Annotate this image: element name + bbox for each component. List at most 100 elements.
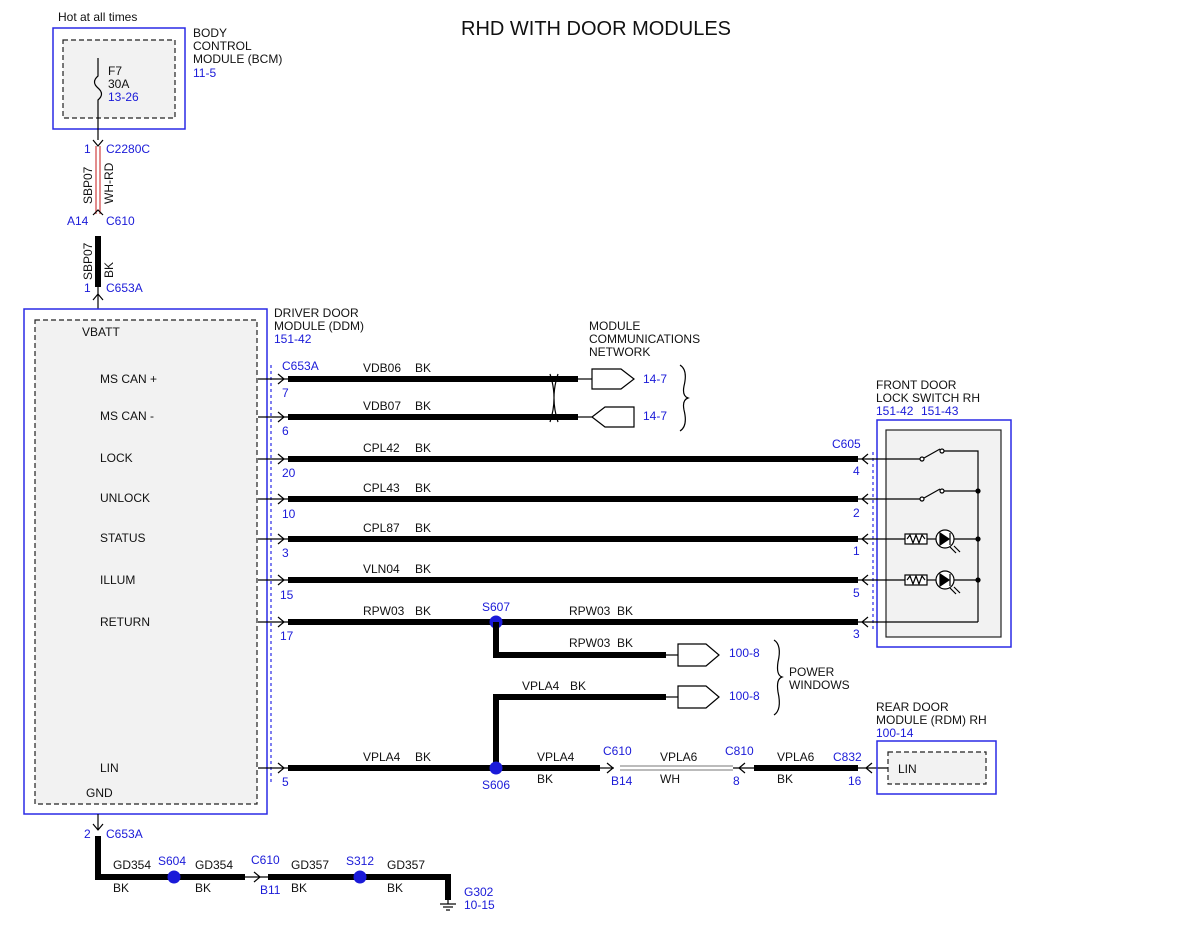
ddm-pin-arrows	[258, 373, 288, 774]
status-led-icon	[904, 529, 978, 554]
pin-number-illum: 15	[280, 588, 294, 602]
gd357-b: GD357	[387, 858, 425, 872]
pin-number-lin: 5	[282, 775, 289, 789]
wire-vpla4-up-color: BK	[570, 679, 586, 693]
wire-cpl87-color: BK	[415, 521, 431, 535]
wire-vln04-color: BK	[415, 562, 431, 576]
splice-s312-label[interactable]: S312	[346, 854, 374, 868]
lin-seg3-circuit: VPLA6	[777, 750, 815, 764]
splice-s604[interactable]	[167, 870, 181, 884]
c653a-gnd-arrow	[92, 823, 104, 831]
lin-c810-label[interactable]: C810	[725, 744, 754, 758]
ddm-vbatt-label: VBATT	[82, 325, 120, 339]
pin-label-unlock: UNLOCK	[100, 491, 150, 505]
wire-rpw03-right-color: BK	[617, 604, 633, 618]
ground-g302-label[interactable]: G302	[464, 885, 494, 899]
lin-c610-label[interactable]: C610	[603, 744, 632, 758]
pin-label-ms-can-minus: MS CAN -	[100, 409, 154, 423]
power-windows-connector-1[interactable]	[677, 643, 720, 667]
switch-pin-status: 1	[853, 544, 860, 558]
lin-seg3-color: BK	[777, 772, 793, 786]
pin-number-unlock: 10	[282, 507, 296, 521]
pin-number-status: 3	[282, 546, 289, 560]
wire-vdb06-color: BK	[415, 361, 431, 375]
rdm-module[interactable]	[876, 740, 997, 795]
c610-label[interactable]: C610	[106, 214, 135, 228]
fuse-rating: 30A	[108, 77, 129, 91]
network-ref-1[interactable]: 14-7	[643, 372, 667, 386]
lin-seg2-circuit: VPLA6	[660, 750, 698, 764]
lin-c832-pin: 16	[848, 774, 862, 788]
wire-gd357	[268, 874, 451, 900]
network-label-line2: COMMUNICATIONS	[589, 332, 700, 346]
wire-vpla4-up	[493, 694, 666, 768]
wire2-circuit: SBP07	[81, 242, 95, 280]
ground-g302-ref[interactable]: 10-15	[464, 898, 495, 912]
c2280c-arrow	[92, 139, 104, 147]
network-connector-2[interactable]	[591, 406, 635, 428]
wire-rpw03-branch-circuit: RPW03	[569, 636, 611, 650]
fuse-ref[interactable]: 13-26	[108, 90, 139, 104]
splice-s312[interactable]	[353, 870, 367, 884]
c610-top-arrow	[92, 209, 104, 216]
wire-rpw03-circuit: RPW03	[363, 604, 405, 618]
splice-s604-label[interactable]: S604	[158, 854, 186, 868]
wire-cpl87-circuit: CPL87	[363, 521, 400, 535]
bk-b: BK	[195, 881, 211, 895]
c832-arrow	[865, 762, 873, 774]
bcm-ref[interactable]: 11-5	[193, 66, 216, 80]
wire-cpl43-circuit: CPL43	[363, 481, 400, 495]
power-windows-ref-2[interactable]: 100-8	[729, 689, 760, 703]
network-label-line1: MODULE	[589, 319, 640, 333]
switch-ref-1[interactable]: 151-42	[876, 404, 914, 418]
c610-b14-arrow	[606, 762, 614, 774]
bcm-name-line3: MODULE (BCM)	[193, 52, 282, 66]
ddm-ref[interactable]: 151-42	[274, 332, 312, 346]
switch-pin-unlock: 2	[853, 506, 860, 520]
wire-vln04-circuit: VLN04	[363, 562, 400, 576]
ground-c610-label[interactable]: C610	[251, 853, 280, 867]
lin-c832-label[interactable]: C832	[833, 750, 862, 764]
switch-pin-return: 3	[853, 627, 860, 641]
network-ref-2[interactable]: 14-7	[643, 409, 667, 423]
bcm-name-line2: CONTROL	[193, 39, 252, 53]
fuse-name: F7	[108, 64, 122, 78]
ddm-name-line1: DRIVER DOOR	[274, 306, 359, 320]
power-windows-connector-2[interactable]	[677, 685, 720, 709]
wire-cpl43-color: BK	[415, 481, 431, 495]
wire-vpla4-lin-circuit: VPLA4	[363, 750, 401, 764]
c610-pin: A14	[67, 214, 89, 228]
rdm-name-line2: MODULE (RDM) RH	[876, 713, 987, 727]
network-connector-1[interactable]	[591, 368, 635, 390]
lin-c810-pin: 8	[733, 774, 740, 788]
pin-number-return: 17	[280, 629, 294, 643]
ground-c610-arrow	[253, 871, 261, 883]
ddm-connector-label[interactable]: C653A	[282, 359, 319, 373]
splice-s606[interactable]	[489, 761, 503, 775]
c2280c-pin: 1	[84, 142, 91, 156]
pin-label-lin: LIN	[100, 761, 119, 775]
gd354-b: GD354	[195, 858, 233, 872]
splice-s607-label[interactable]: S607	[482, 600, 510, 614]
power-windows-ref-1[interactable]: 100-8	[729, 646, 760, 660]
wire-rpw03-branch	[493, 622, 666, 658]
network-brace	[679, 364, 690, 432]
bcm-module[interactable]	[52, 27, 186, 130]
wire-gd354	[95, 836, 245, 880]
switch-name-line1: FRONT DOOR	[876, 378, 957, 392]
rdm-ref[interactable]: 100-14	[876, 726, 914, 740]
power-windows-label-line1: POWER	[789, 665, 835, 679]
splice-s606-label[interactable]: S606	[482, 778, 510, 792]
wire-vdb07-circuit: VDB07	[363, 399, 401, 413]
rdm-name-line1: REAR DOOR	[876, 700, 949, 714]
switch-ref-2[interactable]: 151-43	[921, 404, 959, 418]
c2280c-label[interactable]: C2280C	[106, 142, 150, 156]
wire-vpla4-lin-color: BK	[415, 750, 431, 764]
ground-connector[interactable]: C653A	[106, 827, 143, 841]
ddm-module[interactable]	[23, 308, 268, 815]
switch-pin-lock: 4	[853, 464, 860, 478]
switch-connector-label[interactable]: C605	[832, 437, 861, 451]
power-windows-brace	[773, 639, 784, 716]
c653a-top-pin: 1	[84, 281, 91, 295]
c653a-top-label[interactable]: C653A	[106, 281, 143, 295]
